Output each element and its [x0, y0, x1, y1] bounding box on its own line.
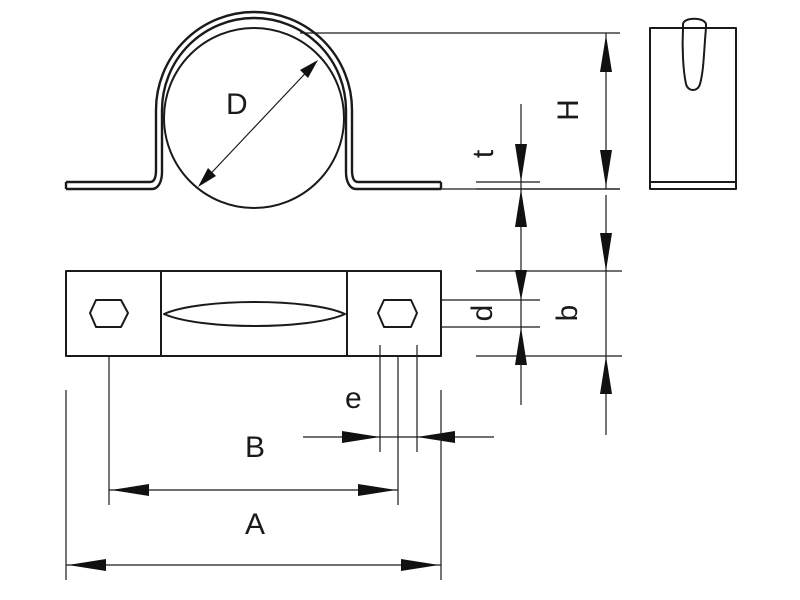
dim-t: t — [467, 104, 620, 270]
dim-B-arrow-left — [111, 484, 149, 496]
label-A: A — [245, 508, 265, 541]
dim-b-arrow-bottom — [600, 356, 612, 394]
dim-t-arrow-bottom — [515, 189, 527, 227]
dim-A-arrow-left — [68, 559, 106, 571]
strap-slot — [163, 301, 346, 327]
front-view: D — [64, 10, 443, 209]
dim-d-arrow-top — [515, 270, 527, 300]
dim-B-arrow-right — [358, 484, 396, 496]
side-slot — [681, 17, 707, 91]
top-view — [65, 270, 442, 357]
dim-d: d — [441, 270, 540, 405]
label-D: D — [226, 88, 248, 121]
dim-D-arrow-bottom — [198, 168, 216, 187]
dim-d-arrow-bottom — [515, 327, 527, 365]
dim-H: H — [300, 32, 620, 190]
dim-b: b — [476, 195, 622, 435]
dim-A: A — [65, 390, 442, 580]
dim-e-arrow-right — [417, 431, 455, 443]
strap-inner — [66, 10, 441, 184]
label-H: H — [552, 99, 585, 121]
dim-H-arrow-top — [600, 35, 612, 72]
pipe-circle — [163, 27, 345, 209]
side-view — [649, 17, 737, 190]
right-mounting-hole — [377, 299, 418, 328]
dim-B: B — [108, 356, 399, 505]
dim-A-arrow-right — [401, 559, 439, 571]
label-b: b — [551, 305, 584, 322]
side-body — [649, 27, 737, 190]
dim-e-arrow-left — [342, 431, 380, 443]
label-e: e — [345, 382, 362, 415]
label-d: d — [466, 305, 499, 322]
dim-t-arrow-top — [515, 144, 527, 182]
base-plate — [65, 270, 442, 357]
dim-D-arrow-top — [300, 60, 318, 78]
dim-H-arrow-bottom — [600, 150, 612, 187]
label-t: t — [467, 149, 500, 158]
dim-e: e — [303, 345, 494, 452]
dim-b-arrow-top — [600, 233, 612, 271]
label-B: B — [245, 431, 265, 464]
strap-outer — [66, 16, 441, 191]
left-mounting-hole — [89, 299, 129, 328]
dim-D-line — [199, 61, 317, 186]
